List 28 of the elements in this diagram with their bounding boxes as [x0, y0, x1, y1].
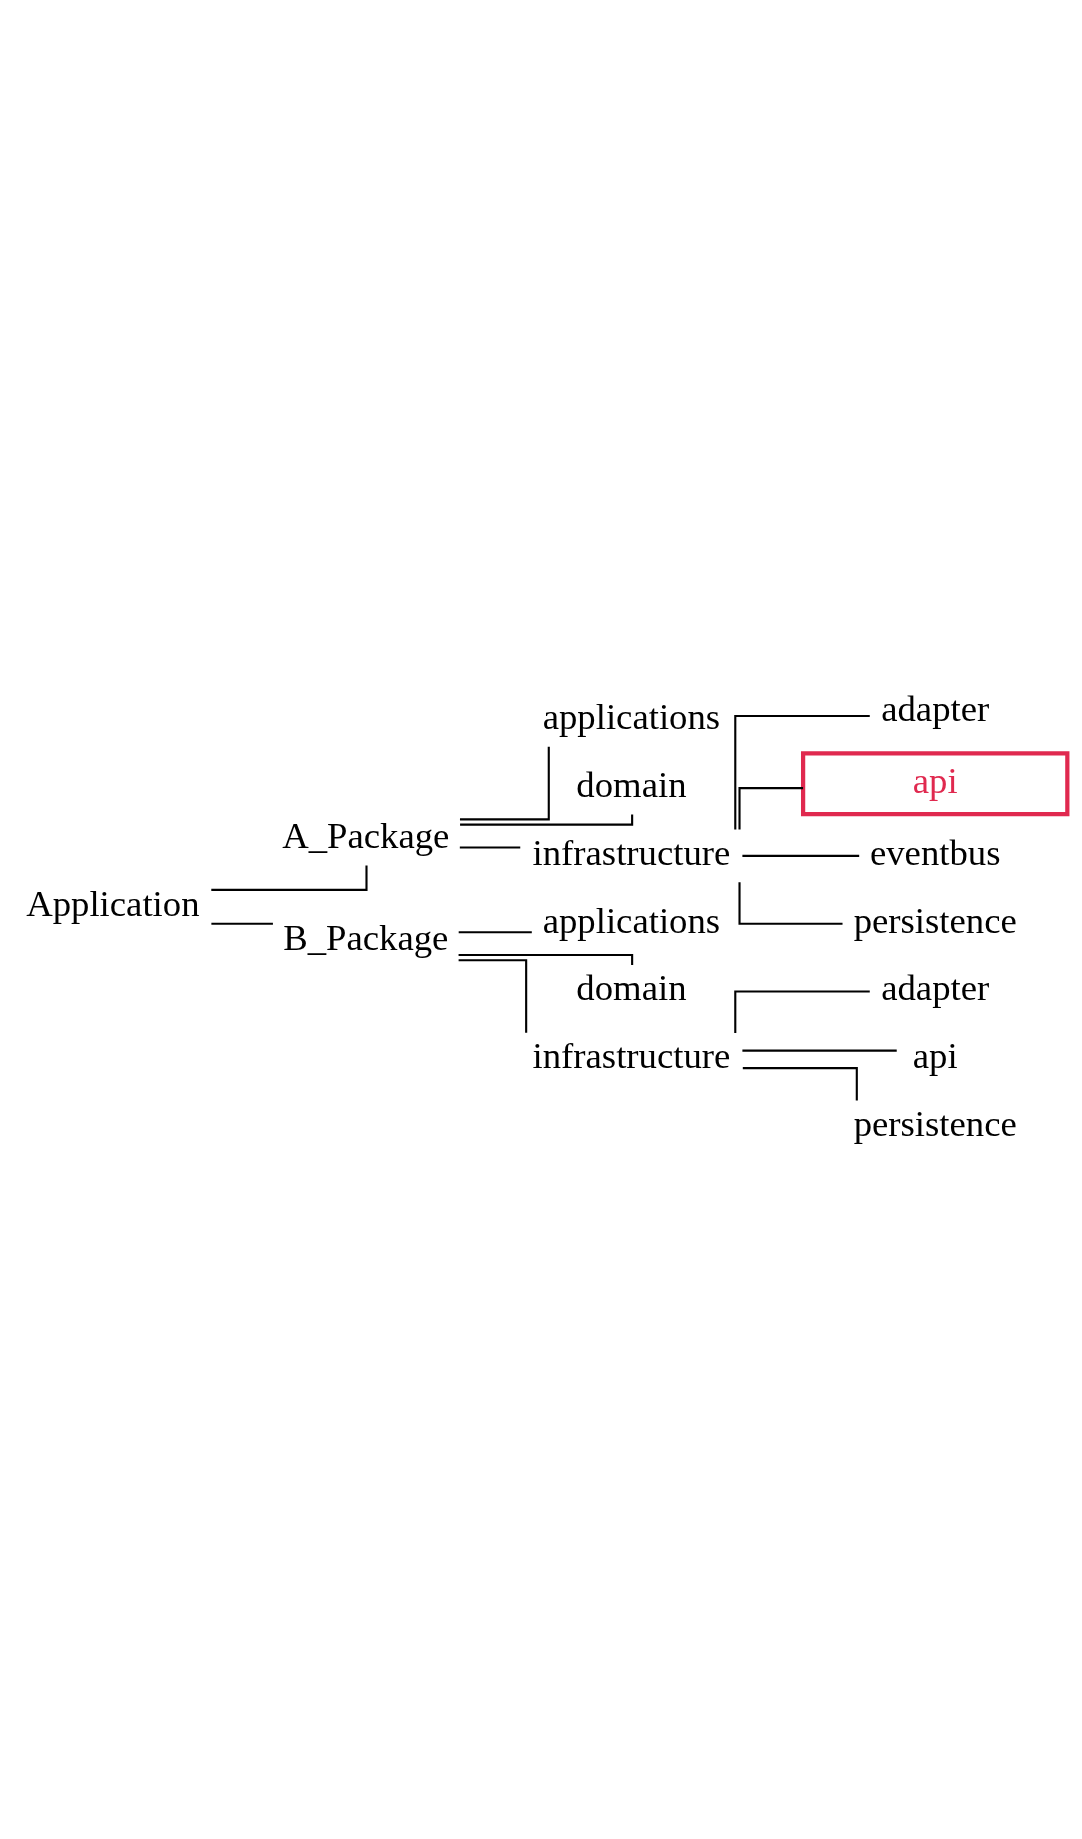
node-text: persistence [853, 1103, 1017, 1145]
node-text: applications [542, 899, 721, 941]
node-text: domain [576, 967, 687, 1009]
connector [742, 854, 860, 857]
connector [738, 882, 843, 925]
node-text: infrastructure [532, 831, 731, 873]
node-text: domain [576, 763, 687, 805]
node-text: A_Package [282, 814, 450, 856]
connector [738, 787, 804, 830]
node-text: eventbus [869, 831, 1001, 873]
node-text: adapter [881, 967, 990, 1009]
connector [459, 746, 550, 821]
node-box: api [801, 751, 1070, 817]
connector [459, 846, 521, 849]
node-text: Application [26, 882, 200, 924]
node-text: infrastructure [532, 1035, 731, 1077]
node-text: api [912, 1035, 958, 1077]
connector [458, 959, 528, 1033]
connector [742, 1049, 897, 1052]
node-text: adapter [881, 687, 990, 729]
node-text: applications [542, 696, 721, 738]
node-text: persistence [853, 899, 1017, 941]
connector [734, 990, 870, 1033]
connector [742, 1067, 858, 1101]
node-text: B_Package [283, 916, 449, 958]
connector [458, 931, 532, 934]
connector [211, 922, 273, 925]
connector [734, 714, 870, 830]
